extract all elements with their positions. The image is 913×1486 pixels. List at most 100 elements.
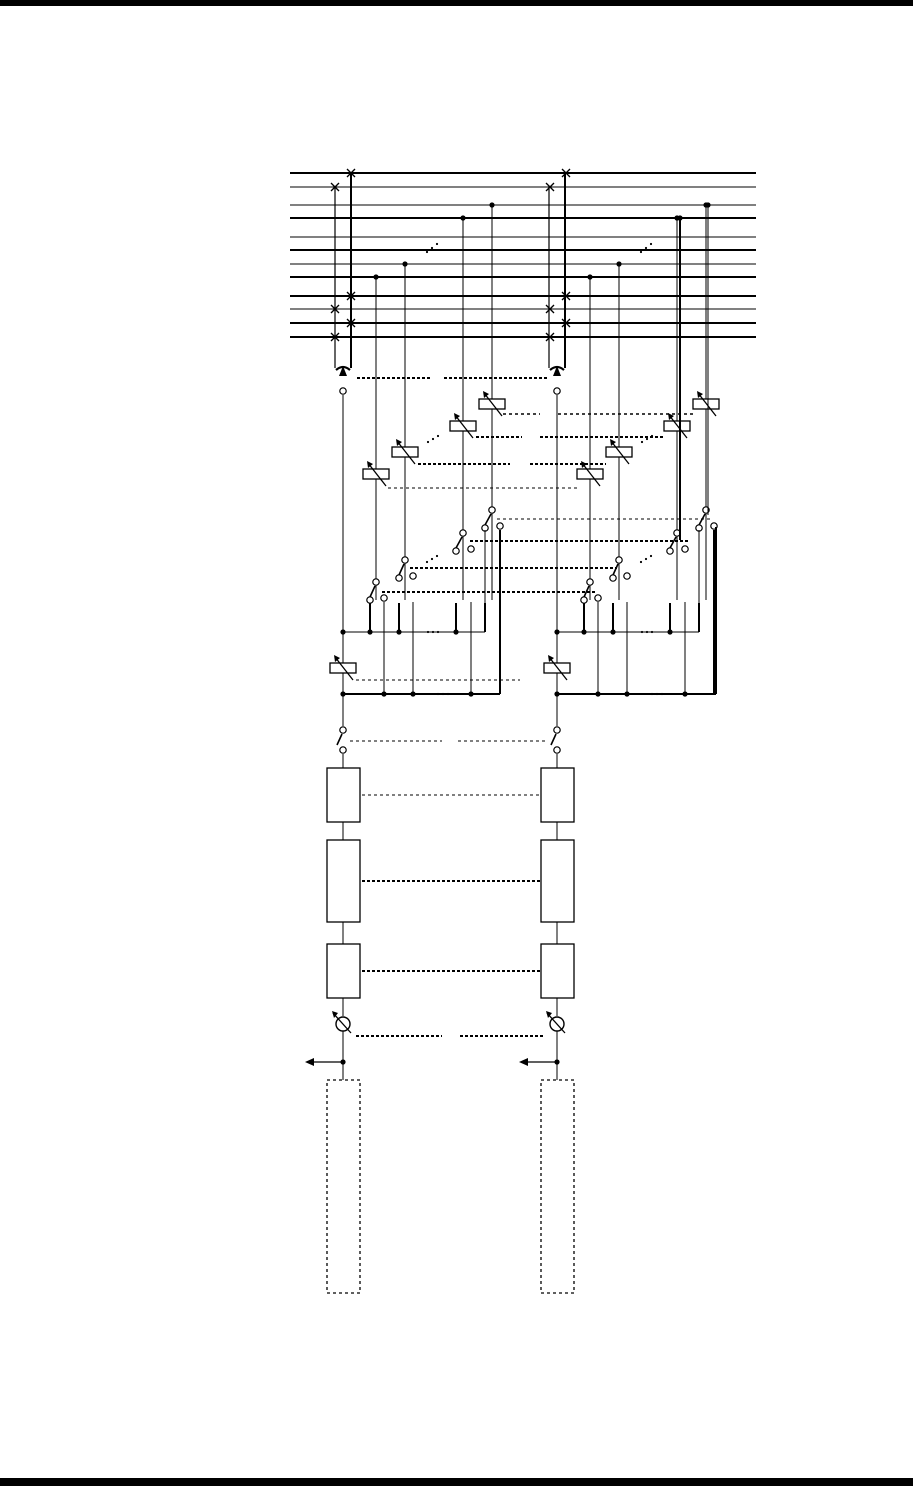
switch-icon [337,727,346,745]
process-block-2 [327,840,360,922]
terminal-circle-icon [667,548,673,554]
switch-blade [670,537,676,548]
terminal-circle-icon [373,579,379,585]
ellipsis-dot [431,247,433,249]
terminal-circle-icon [340,727,346,733]
switch-icon [456,530,466,548]
ellipsis-dot [645,247,647,249]
process-block-1 [327,768,360,822]
ellipsis-dot [432,631,434,633]
ellipsis-dot [640,251,642,253]
switch-icon [613,557,622,575]
ellipsis-dots [640,555,652,563]
terminal-circle-icon [381,595,387,601]
terminal-circle-icon [554,727,560,733]
terminal-circle-icon [396,575,402,581]
switch-blade [337,734,342,745]
resistor-arrowhead [697,391,703,398]
ellipsis-dot [645,558,647,560]
ellipsis-dots [426,243,438,253]
channel-column-left [305,173,505,1293]
resistor-arrowhead [548,655,554,662]
switch-blade [456,537,462,548]
ellipsis-dot [436,555,438,557]
switch-icon [370,579,379,597]
channel-column-right [519,173,719,1293]
resistor-arrowhead [454,413,460,420]
ellipsis-dot [432,438,434,440]
terminal-circle-icon [410,573,416,579]
terminal-circle-icon [587,579,593,585]
ellipsis-dot [427,631,429,633]
terminal-circle-icon [610,575,616,581]
terminal-circle-icon [402,557,408,563]
switch-icon [584,579,593,597]
ellipsis-dot [650,243,652,245]
arrow-left-icon [305,1058,343,1066]
switch-blade [370,586,375,597]
ellipsis-dot [426,251,428,253]
resistor-arrowhead [610,439,616,446]
process-block-2 [541,840,574,922]
bus-lines [290,173,756,337]
ellipsis-dot [651,631,653,633]
terminal-circle-icon [554,747,560,753]
terminal-circle-icon [554,388,560,394]
gang-links [350,378,710,1036]
ellipsis-dot [431,558,433,560]
arrowhead [519,1058,528,1066]
resistor-arrowhead [334,655,340,662]
ellipsis-dot [426,561,428,563]
output-module-dashed [327,1080,360,1293]
terminal-circle-icon [616,557,622,563]
switch-icon [670,530,680,548]
switch-icon [551,727,560,745]
ellipsis-dot [436,243,438,245]
terminal-circle-icon [682,546,688,552]
resistor-arrowhead [396,439,402,446]
output-module-dashed [541,1080,574,1293]
terminal-circle-icon [460,530,466,536]
ellipsis-dot [437,693,439,695]
switch-blade [613,564,618,575]
resistor-arrowhead [483,391,489,398]
switch-icon [399,557,408,575]
terminal-circle-icon [489,507,495,513]
process-block-3 [541,944,574,998]
ellipsis-dot [437,631,439,633]
ellipsis-dot [641,631,643,633]
ellipsis-dot [427,441,429,443]
ellipsis-dot [640,561,642,563]
arrowhead [305,1058,314,1066]
ellipsis-dots [641,631,653,633]
process-block-1 [541,768,574,822]
ellipsis-dot [437,435,439,437]
ellipsis-dot [646,438,648,440]
terminal-circle-icon [624,573,630,579]
process-block-3 [327,944,360,998]
terminal-circle-icon [468,546,474,552]
ellipsis-dot [646,631,648,633]
bus-crossings [331,169,570,341]
terminal-circle-icon [581,597,587,603]
ellipsis-dot [650,555,652,557]
switch-icon [485,507,495,525]
ellipsis-dots [640,243,652,253]
meter-icon [546,1011,565,1033]
meter-icon [332,1011,351,1033]
switch-blade [485,514,491,525]
terminal-circle-icon [497,523,503,529]
ellipsis-dot [447,693,449,695]
ellipsis-dots [437,693,449,695]
arrow-left-icon [519,1058,557,1066]
ellipsis-dots [427,631,439,633]
terminal-circle-icon [340,747,346,753]
ellipsis-dot [641,441,643,443]
terminal-circle-icon [340,388,346,394]
ellipsis-dots [427,435,439,443]
ellipsis-dot [442,693,444,695]
terminal-circle-icon [367,597,373,603]
terminal-circle-icon [595,595,601,601]
switch-blade [551,734,556,745]
